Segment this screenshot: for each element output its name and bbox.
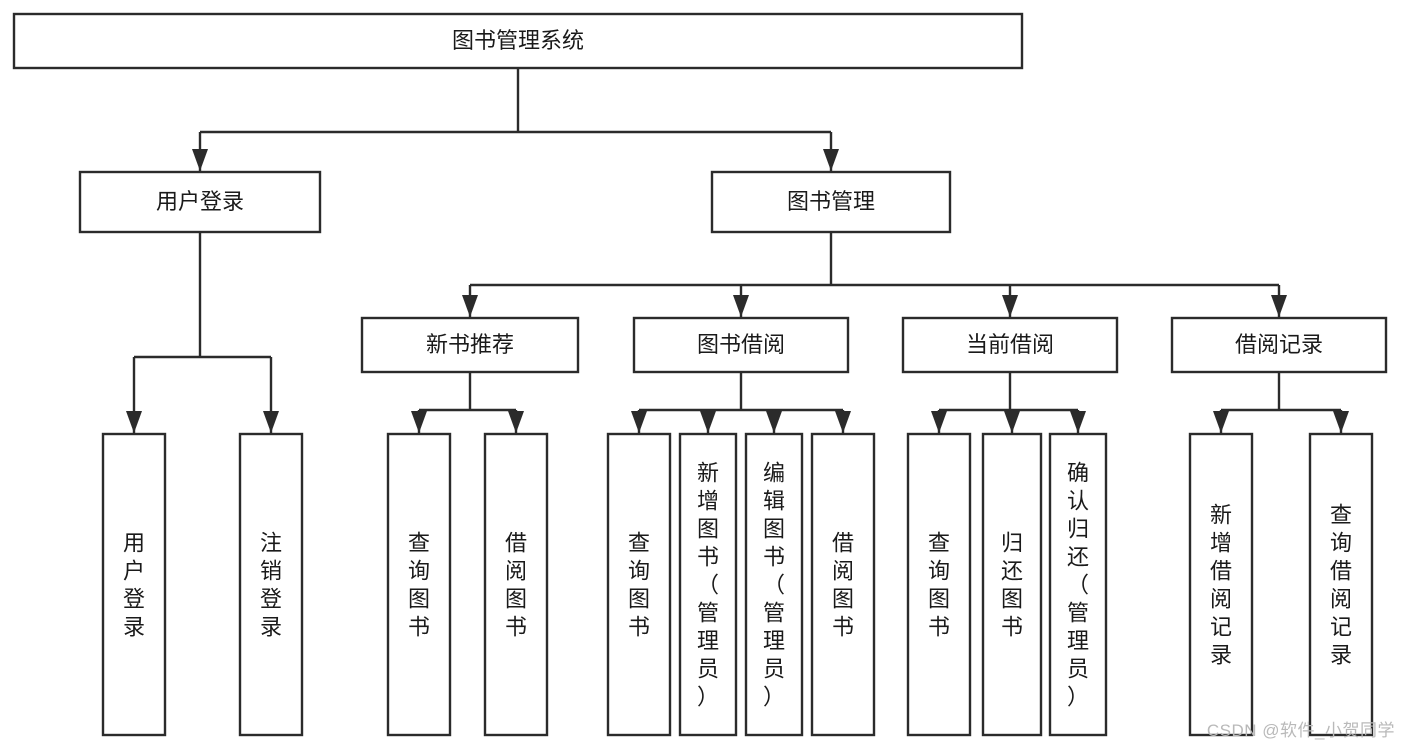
node-borrow-edit-book[interactable]: 编辑图书（管理员）	[744, 432, 804, 737]
node-box-new-book-recommend	[360, 316, 580, 374]
node-box-current-return-book	[981, 432, 1043, 737]
node-label-recommend-query-book: 查询图书	[408, 530, 430, 639]
arrow-head-icon	[766, 411, 782, 433]
node-current-borrow[interactable]: 当前借阅	[901, 316, 1119, 374]
node-layer: 用户登录注销登录用户登录查询图书借阅图书新书推荐查询图书新增图书（管理员）编辑图…	[12, 12, 1388, 737]
arrow-head-icon	[1333, 411, 1349, 433]
node-label-recommend-borrow-book: 借阅图书	[505, 530, 527, 639]
arrow-head-icon	[263, 411, 279, 433]
node-recommend-query-book[interactable]: 查询图书	[386, 432, 452, 737]
node-label-record-query: 查询借阅记录	[1330, 502, 1352, 667]
arrow-head-icon	[931, 411, 947, 433]
node-box-user-logout	[238, 432, 304, 737]
arrow-head-icon	[835, 411, 851, 433]
node-box-borrow-add-book	[678, 432, 738, 737]
node-root[interactable]: 图书管理系统	[12, 12, 1024, 70]
node-current-confirm-return[interactable]: 确认归还（管理员）	[1048, 432, 1108, 737]
arrow-head-icon	[823, 149, 839, 171]
node-record-query[interactable]: 查询借阅记录	[1308, 432, 1374, 737]
node-box-borrow-query-book	[606, 432, 672, 737]
node-label-record-add: 新增借阅记录	[1210, 502, 1232, 667]
node-current-query-book[interactable]: 查询图书	[906, 432, 972, 737]
arrow-head-icon	[1002, 295, 1018, 317]
node-borrow-add-book[interactable]: 新增图书（管理员）	[678, 432, 738, 737]
node-label-new-book-recommend: 新书推荐	[426, 332, 514, 357]
arrow-head-icon	[700, 411, 716, 433]
node-label-borrow-borrow-book: 借阅图书	[832, 530, 854, 639]
node-label-current-query-book: 查询图书	[928, 530, 950, 639]
node-box-borrow-record	[1170, 316, 1388, 374]
node-box-borrow-edit-book	[744, 432, 804, 737]
arrow-head-icon	[1271, 295, 1287, 317]
node-box-current-borrow	[901, 316, 1119, 374]
arrow-head-icon	[1004, 411, 1020, 433]
node-recommend-borrow-book[interactable]: 借阅图书	[483, 432, 549, 737]
node-current-return-book[interactable]: 归还图书	[981, 432, 1043, 737]
node-label-borrow-edit-book: 编辑图书（管理员）	[763, 460, 785, 709]
arrow-head-icon	[631, 411, 647, 433]
node-record-add[interactable]: 新增借阅记录	[1188, 432, 1254, 737]
node-box-borrow-borrow-book	[810, 432, 876, 737]
watermark-text: CSDN @软件_小贺同学	[1206, 721, 1395, 740]
node-label-book-borrow: 图书借阅	[697, 332, 785, 357]
node-box-current-query-book	[906, 432, 972, 737]
node-box-book-manage	[710, 170, 952, 234]
node-label-borrow-add-book: 新增图书（管理员）	[697, 460, 719, 709]
node-box-root	[12, 12, 1024, 70]
node-label-borrow-record: 借阅记录	[1235, 332, 1323, 357]
node-box-user-login	[78, 170, 322, 234]
node-label-user-login: 用户登录	[156, 189, 244, 214]
node-label-book-manage: 图书管理	[787, 189, 875, 214]
node-borrow-query-book[interactable]: 查询图书	[606, 432, 672, 737]
node-book-borrow[interactable]: 图书借阅	[632, 316, 850, 374]
node-box-record-query	[1308, 432, 1374, 737]
node-new-book-recommend[interactable]: 新书推荐	[360, 316, 580, 374]
arrow-head-icon	[733, 295, 749, 317]
node-box-recommend-query-book	[386, 432, 452, 737]
node-box-current-confirm-return	[1048, 432, 1108, 737]
arrow-head-icon	[126, 411, 142, 433]
node-box-book-borrow	[632, 316, 850, 374]
arrow-head-icon	[411, 411, 427, 433]
node-label-borrow-query-book: 查询图书	[628, 530, 650, 639]
arrow-head-icon	[1213, 411, 1229, 433]
node-box-record-add	[1188, 432, 1254, 737]
arrow-head-icon	[1070, 411, 1086, 433]
node-user-login[interactable]: 用户登录	[78, 170, 322, 234]
node-box-recommend-borrow-book	[483, 432, 549, 737]
node-label-current-confirm-return: 确认归还（管理员）	[1067, 460, 1089, 709]
node-borrow-record[interactable]: 借阅记录	[1170, 316, 1388, 374]
arrow-head-icon	[462, 295, 478, 317]
node-book-manage[interactable]: 图书管理	[710, 170, 952, 234]
node-user-logout[interactable]: 注销登录	[238, 432, 304, 737]
node-box-user-login-do	[101, 432, 167, 737]
node-label-user-login-do: 用户登录	[123, 530, 145, 639]
node-label-user-logout: 注销登录	[260, 530, 282, 639]
node-user-login-do[interactable]: 用户登录	[101, 432, 167, 737]
arrow-head-icon	[192, 149, 208, 171]
node-label-current-borrow: 当前借阅	[966, 332, 1054, 357]
connector-layer	[126, 68, 1349, 433]
node-label-root: 图书管理系统	[452, 28, 584, 53]
node-borrow-borrow-book[interactable]: 借阅图书	[810, 432, 876, 737]
arrow-head-icon	[508, 411, 524, 433]
node-label-current-return-book: 归还图书	[1001, 530, 1023, 639]
